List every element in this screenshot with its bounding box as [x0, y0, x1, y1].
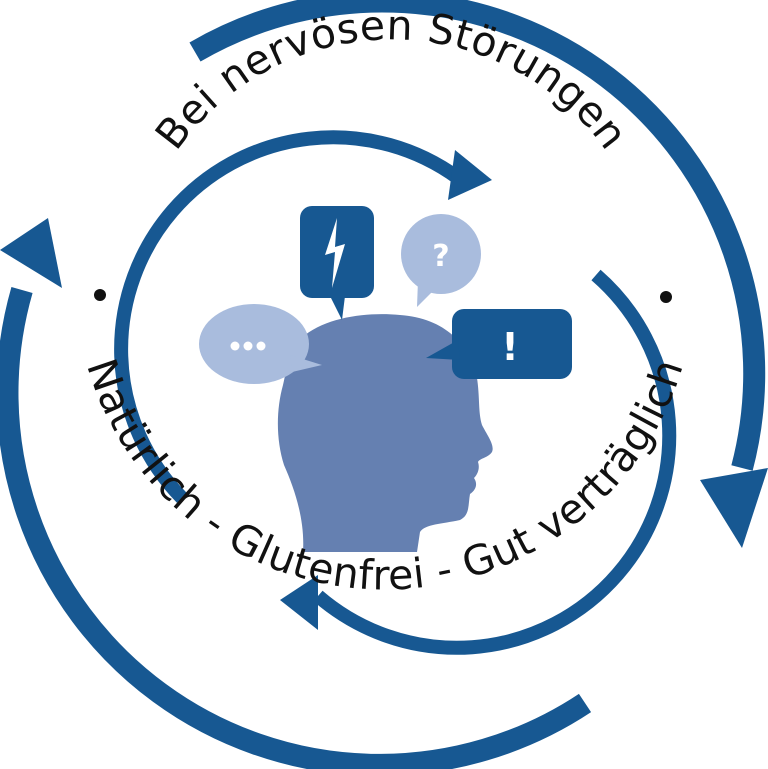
- exclamation-mark-icon: !: [501, 325, 518, 369]
- inner-arrowhead-bottom-icon: [280, 575, 318, 630]
- speech-bubble-question: ?: [401, 214, 481, 307]
- speech-bubble-lightning: [300, 206, 374, 320]
- inner-arc-right: [313, 269, 677, 655]
- ellipsis-dot-icon: [256, 341, 266, 351]
- ellipsis-dot-icon: [230, 341, 240, 351]
- speech-bubble-ellipsis: [199, 304, 322, 384]
- outer-arrowhead-right-icon: [700, 468, 768, 548]
- ellipsis-dot-icon: [243, 341, 253, 351]
- speech-bubble-exclamation: !: [426, 309, 572, 379]
- head-silhouette-icon: [277, 314, 493, 552]
- question-mark-icon: ?: [432, 239, 449, 274]
- inner-arc-top: [114, 130, 463, 503]
- outer-arrowhead-left-icon: [0, 218, 62, 288]
- separator-dot-right: [660, 291, 672, 303]
- outer-arc-top-right: [189, 0, 766, 471]
- lightning-bolt-icon: [325, 218, 345, 288]
- inner-cycle-arrows: [114, 130, 677, 655]
- separator-dot-left: [94, 289, 106, 301]
- top-curved-text: Bei nervösen Störungen: [146, 1, 637, 158]
- top-text: Bei nervösen Störungen: [146, 1, 637, 158]
- inner-arrowhead-top-icon: [448, 150, 492, 200]
- outer-arc-bottom-left: [0, 286, 592, 769]
